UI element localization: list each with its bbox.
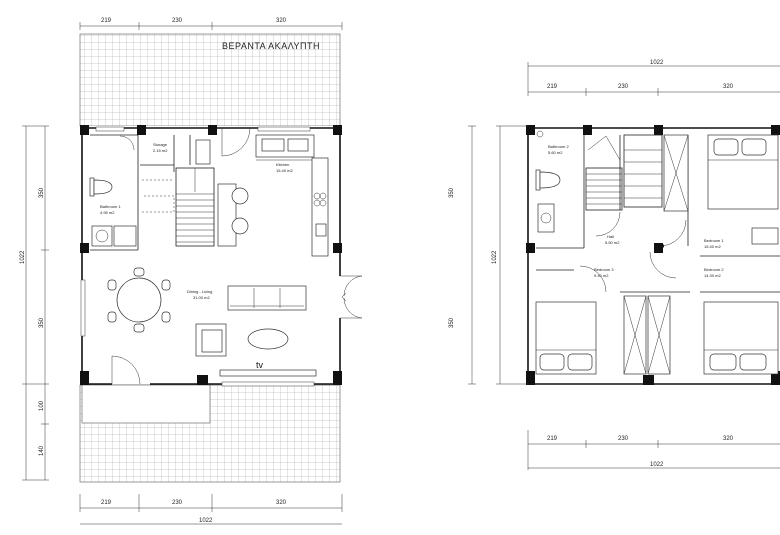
dim-left-total: 1022: [20, 250, 26, 264]
dim-top-2: 230: [172, 18, 183, 24]
living-name: Dining - Living: [187, 289, 212, 294]
living-area: 31.00 m2: [193, 295, 210, 300]
first-room-labels: Bathroom 2 5.60 m2 Hall 5.50 m2 Bedroom …: [548, 144, 724, 278]
ground-staircase: [142, 167, 215, 247]
ground-floor-plan: ΒΕΡΑΝΤΑ ΑΚΑΛΥΠΤΗ: [20, 18, 363, 525]
bedroom-2-area: 14.30 m2: [704, 273, 721, 278]
kitchen-name: Kitchen: [276, 162, 289, 167]
storage-area: 2.15 m2: [153, 148, 168, 153]
dim-bottom-total: 1022: [199, 518, 213, 524]
dim-first-bottom-2: 230: [618, 436, 629, 442]
dim-left-350a: 350: [39, 187, 45, 198]
ground-columns: [80, 125, 342, 385]
dim-first-bottom-1: 219: [547, 436, 558, 442]
veranda-label: ΒΕΡΑΝΤΑ ΑΚΑΛΥΠΤΗ: [222, 41, 320, 51]
dim-first-bottom-total: 1022: [650, 462, 664, 468]
first-doors: [579, 211, 687, 293]
dim-first-top-3: 320: [723, 84, 734, 90]
ground-windows: [80, 126, 315, 387]
dim-left-140: 140: [39, 445, 45, 456]
wardrobes: [623, 134, 689, 375]
bedroom-2-name: Bedroom 2: [704, 267, 724, 272]
dim-top-3: 320: [276, 18, 287, 24]
veranda-top: [79, 33, 341, 127]
dim-first-bottom-3: 320: [723, 436, 734, 442]
first-floor-plan: Bathroom 2 5.60 m2 Hall 5.50 m2 Bedroom …: [449, 60, 780, 470]
bathroom-1-fixtures: [89, 177, 137, 247]
bathroom-2-name: Bathroom 2: [548, 144, 569, 149]
first-dimensions: 1022 219 230 320 219 230 320 1022 350 35…: [449, 60, 780, 470]
ground-doors: [111, 127, 363, 385]
dim-bottom-2: 230: [172, 500, 183, 506]
tv-label: tv: [256, 360, 264, 370]
dim-top-1: 219: [101, 18, 112, 24]
living-furniture: [107, 267, 317, 377]
dim-bottom-1: 219: [101, 500, 112, 506]
first-columns: [526, 125, 780, 385]
bedroom-3-area: 9.40 m2: [594, 273, 609, 278]
bedroom-1-name: Bedroom 1: [704, 238, 724, 243]
bathroom-1-area: 4.95 m2: [100, 210, 115, 215]
dim-first-mid-350b: 350: [449, 317, 455, 328]
hall-area: 5.50 m2: [605, 240, 620, 245]
dim-first-left-total: 1022: [492, 250, 498, 264]
bathroom-2-area: 5.60 m2: [548, 150, 563, 155]
dim-bottom-3: 320: [276, 500, 287, 506]
ground-room-labels: Storage 2.15 m2 Kitchen 15.40 m2 Bathroo…: [100, 142, 293, 370]
kitchen-area: 15.40 m2: [276, 168, 293, 173]
dim-first-top-total: 1022: [650, 60, 664, 66]
storage-name: Storage: [153, 142, 168, 147]
dim-first-top-2: 230: [618, 84, 629, 90]
hall-name: Hall: [607, 234, 614, 239]
ground-dimensions: 219 230 320 219 230 320 1022 350 350 100…: [20, 18, 343, 525]
bathroom-1-name: Bathroom 1: [100, 204, 121, 209]
dim-left-350b: 350: [39, 317, 45, 328]
dim-first-mid-350a: 350: [449, 187, 455, 198]
bedroom-3-name: Bedroom 3: [594, 267, 614, 272]
entrance-porch: [81, 384, 211, 424]
bedroom-1-area: 15.40 m2: [704, 244, 721, 249]
beds: [535, 134, 779, 375]
kitchen-fixtures: [195, 134, 329, 257]
bathroom-2-fixtures: [535, 130, 561, 233]
dim-left-100: 100: [39, 400, 45, 411]
dim-first-top-1: 219: [547, 84, 558, 90]
first-staircase: [585, 134, 663, 211]
